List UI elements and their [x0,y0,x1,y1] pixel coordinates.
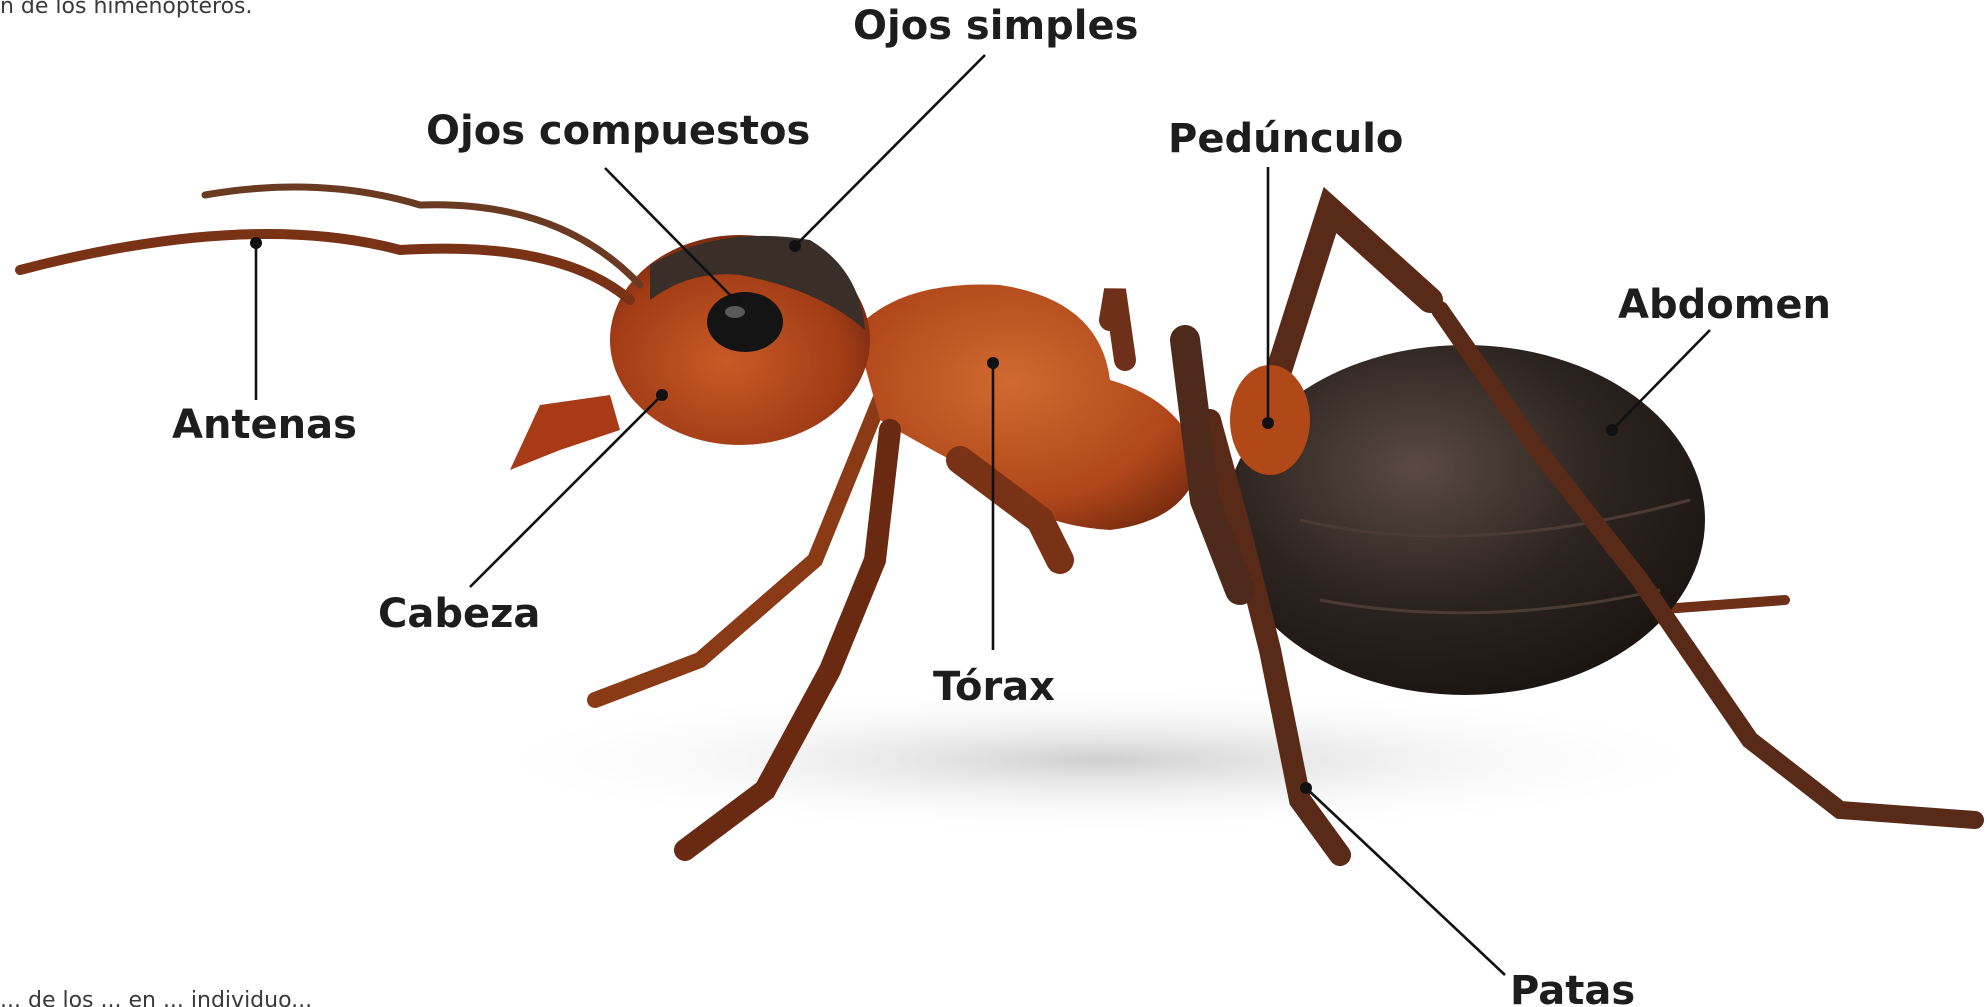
ant-mandibles-shape [510,395,620,470]
ant-shadow [460,685,1740,835]
label-antenas: Antenas [172,405,357,445]
ant-compound-eye-shape [707,292,783,352]
label-ojos-simples: Ojos simples [853,6,1138,46]
leader-ojos-simples [795,55,985,246]
label-abdomen: Abdomen [1618,285,1831,325]
label-patas: Patas [1510,971,1635,1007]
caption-text-fragment: ... de los ... en ... individuo... [0,988,312,1007]
leader-abdomen [1612,330,1710,430]
label-ojos-compuestos: Ojos compuestos [426,111,810,151]
ant-antennae [20,187,640,300]
label-pedunculo: Pedúnculo [1168,119,1403,159]
label-cabeza: Cabeza [378,594,540,634]
label-torax: Tórax [933,667,1055,707]
